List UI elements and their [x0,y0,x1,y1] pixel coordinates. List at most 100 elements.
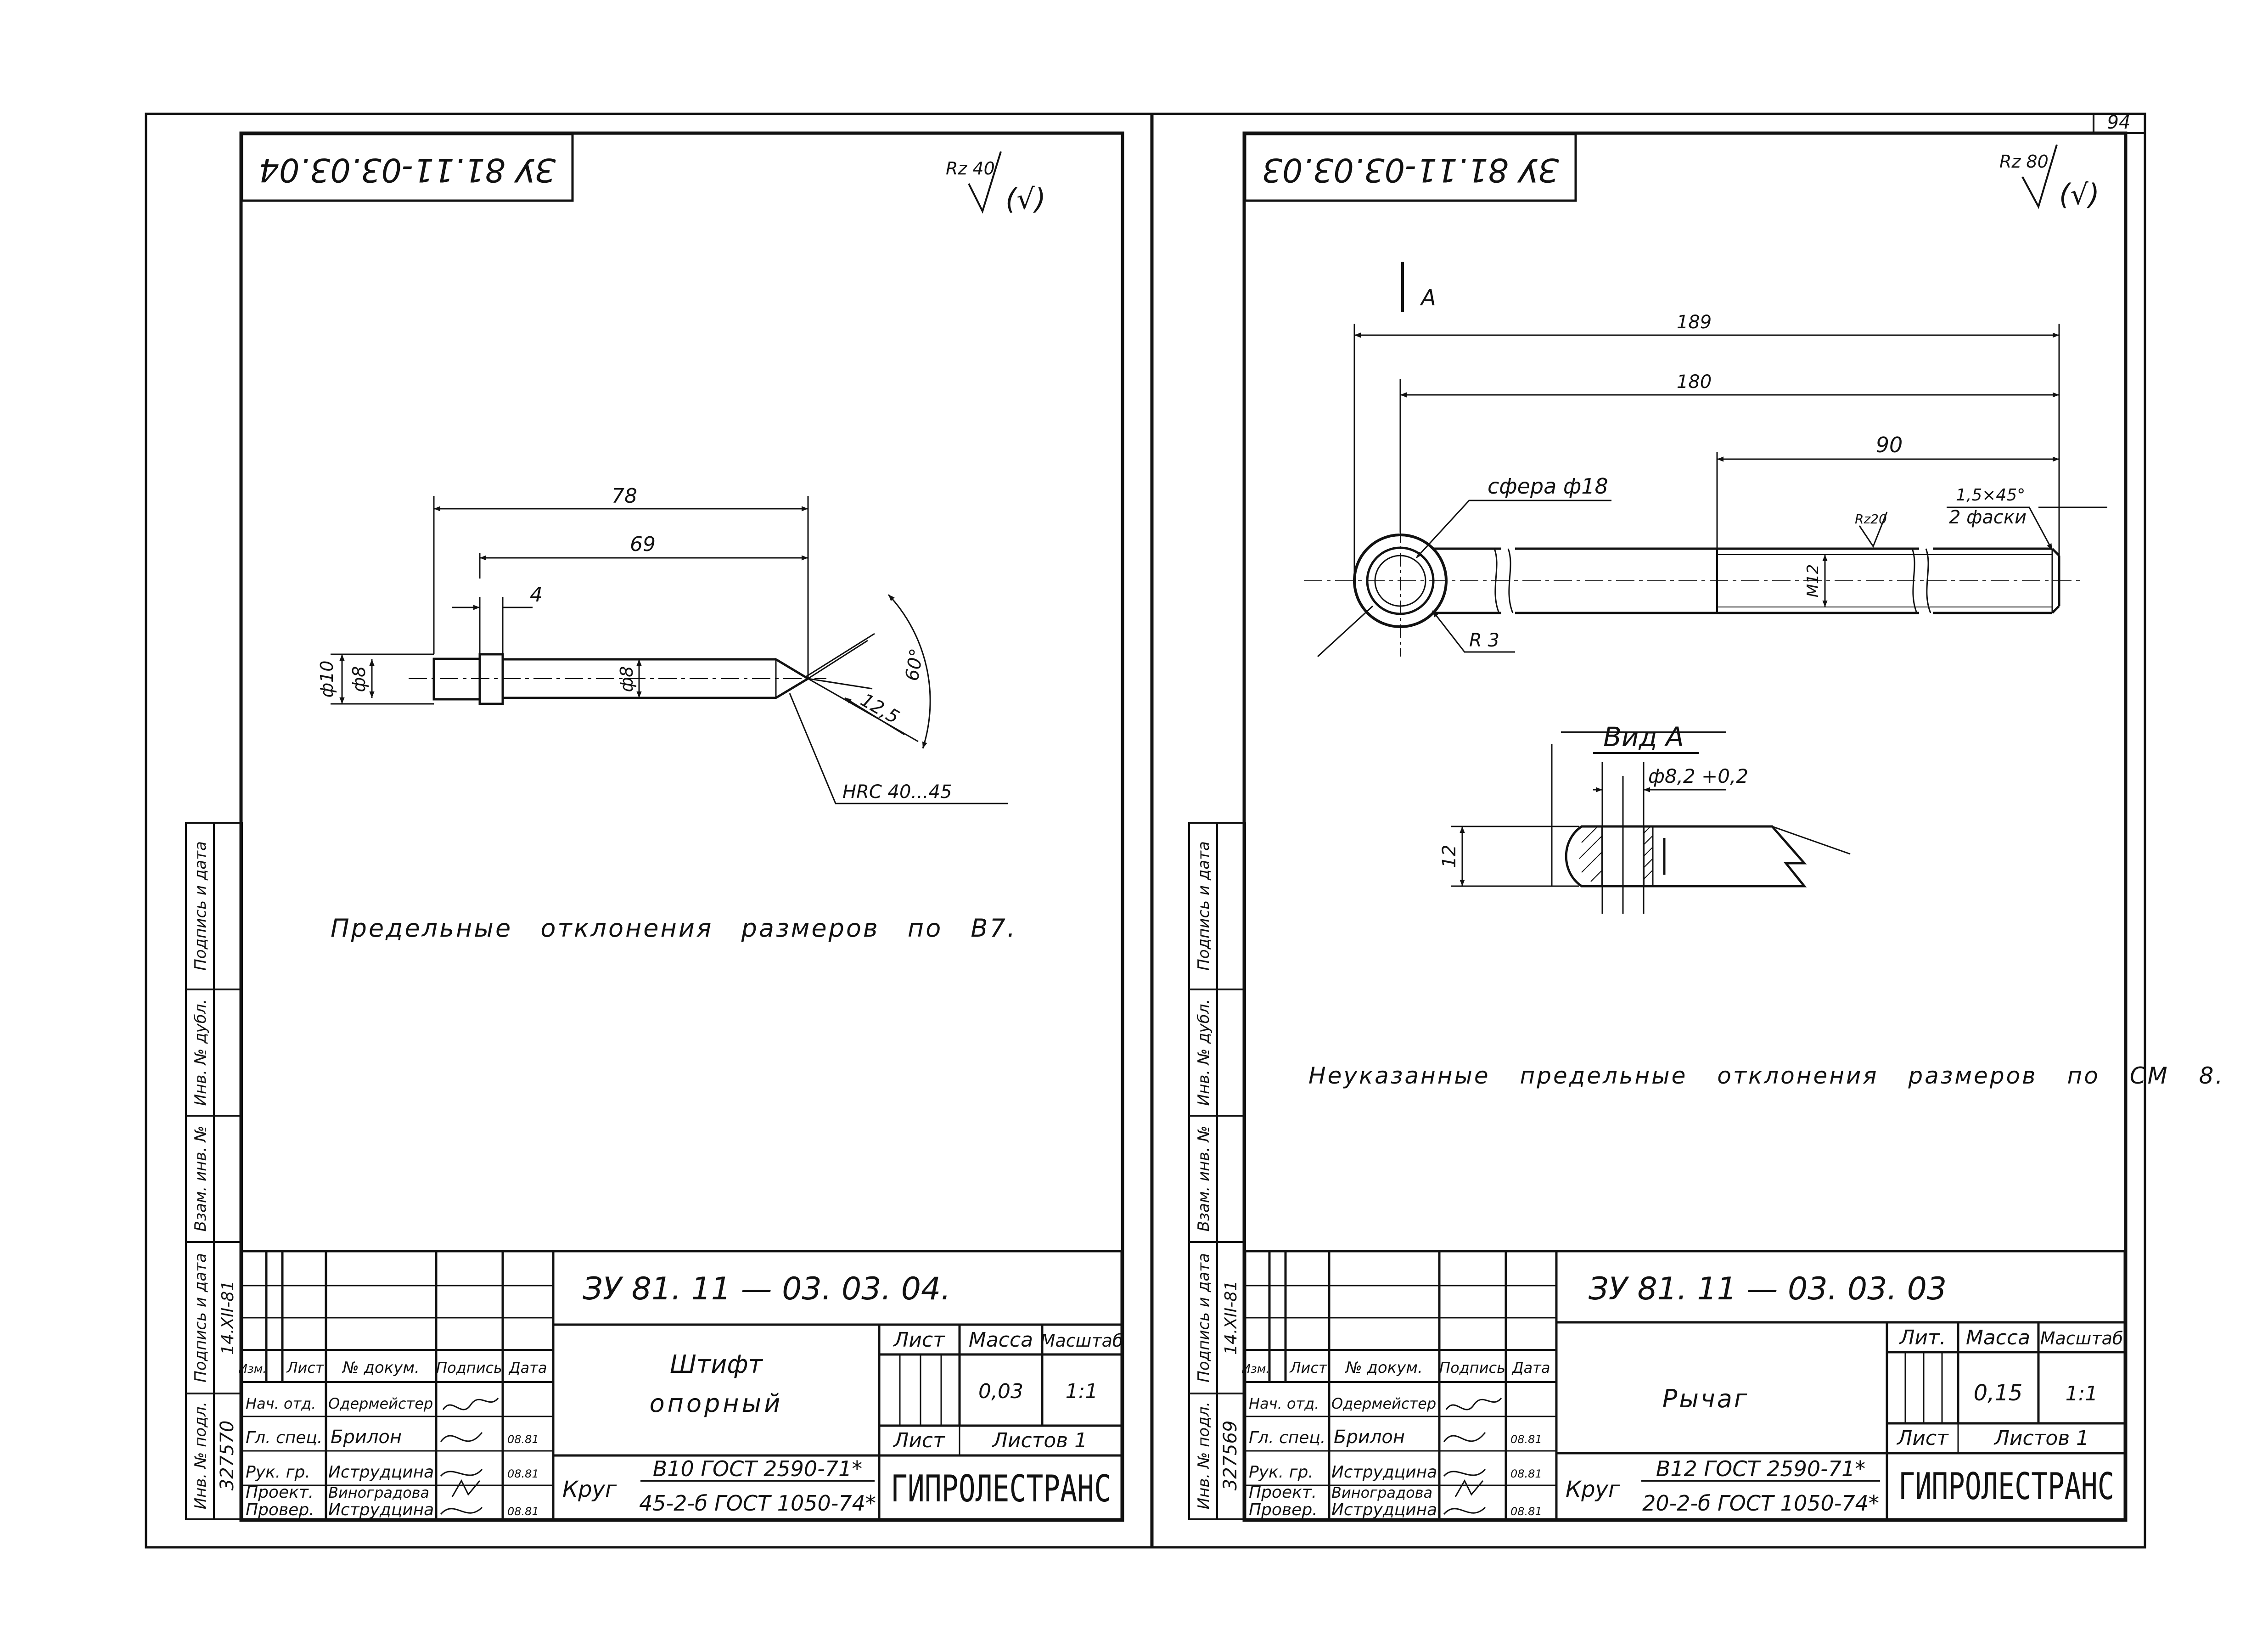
svg-text:Лист: Лист [286,1359,324,1377]
svg-text:Дата: Дата [1511,1359,1550,1377]
signatures-left [440,1397,499,1515]
inv-date-right: 14.XII-81 [1222,1281,1241,1355]
material-prefix-left: Круг [562,1477,617,1502]
svg-text:Rz 40: Rz 40 [946,158,995,179]
note-right: Неуказанные предельные отклонения размер… [1308,1062,2224,1089]
tb-staff-right: Нач. отд. Одермейстер Гл. спец. Брилон 0… [1249,1395,1542,1519]
material-top-right: В12 ГОСТ 2590-71* [1656,1456,1866,1481]
dim-phi8b: ф8 [617,666,637,692]
svg-text:Иструдцина: Иструдцина [1331,1463,1437,1482]
svg-text:Виноградова: Виноградова [328,1484,429,1501]
svg-text:Одермейстер: Одермейстер [1331,1395,1436,1412]
chamfer-label-2: 2 фаски [1949,507,2027,528]
sheet-label-left: Лист [893,1429,945,1452]
dim-69: 69 [630,533,656,556]
svg-text:Проект.: Проект. [1249,1483,1317,1502]
dim-phi8a: ф8 [349,666,369,692]
side-label-sign2-right: Подпись и дата [1195,841,1213,971]
hole-label: ф8,2 +0,2 [1648,765,1748,787]
side-label-dubl-right: Инв. № дубл. [1195,999,1213,1106]
mass-right: 0,15 [1974,1380,2023,1406]
svg-text:Нач. отд.: Нач. отд. [1249,1395,1319,1412]
page-borders [145,112,2146,1549]
svg-text:Иструдцина: Иструдцина [328,1463,434,1482]
svg-text:Гл. спец.: Гл. спец. [246,1428,322,1447]
dim-189: 189 [1677,312,1712,333]
side-label-vzam-right: Взам. инв. № [1195,1126,1213,1232]
code-box-left: ЗУ 81.11-03.03.04 [258,151,556,189]
svg-text:Брилон: Брилон [331,1427,402,1448]
title-block-right [1244,1250,2126,1521]
svg-text:Проект.: Проект. [246,1483,314,1502]
side-label-inv-right: Инв. № подл. [1195,1402,1213,1510]
side-label-sign-right: Подпись и дата [1195,1253,1213,1382]
svg-text:Виноградова: Виноградова [1331,1484,1432,1501]
svg-text:Рук. гр.: Рук. гр. [1249,1463,1314,1482]
dim-90: 90 [1876,433,1903,457]
roughness-left: Rz 40 (√) [946,151,1046,216]
part-name-left-2: опорный [650,1389,783,1418]
scale-left: 1:1 [1066,1380,1098,1403]
svg-text:08.81: 08.81 [507,1433,539,1446]
material-bottom-left: 45-2-б ГОСТ 1050-74* [639,1491,876,1516]
mass-label-right: Масса [1966,1326,2030,1349]
frame-left [239,131,1124,1522]
tb-headers-right: Изм. Лист № докум. Подпись Дата [1241,1359,1550,1377]
lit-label-left: Лист [893,1328,945,1352]
svg-text:Дата: Дата [508,1359,547,1377]
chamfer-label-1: 1,5×45° [1956,486,2025,505]
svg-text:Rz 80: Rz 80 [1999,152,2049,172]
svg-text:Провер.: Провер. [246,1500,314,1519]
tb-headers-left: Изм. Лист № докум. Подпись Дата [238,1359,547,1377]
mass-label-left: Масса [969,1328,1033,1352]
dim-12-5: 12,5 [857,690,903,728]
dim-4: 4 [530,583,543,607]
hrc-label: HRC 40...45 [842,781,952,803]
svg-text:08.81: 08.81 [507,1505,539,1518]
inv-date-left: 14.XII-81 [219,1281,237,1355]
sheets-count-right: Листов 1 [1993,1427,2089,1450]
page-number: 94 [2107,112,2131,133]
part-name-right-1: Рычаг [1662,1384,1749,1413]
mass-left: 0,03 [978,1380,1023,1403]
svg-text:Брилон: Брилон [1334,1427,1405,1448]
view-marker-label: А [1420,285,1436,311]
lit-label-right: Лит. [1898,1326,1946,1349]
svg-text:Подпись: Подпись [1439,1359,1505,1377]
svg-text:Иструдцина: Иструдцина [328,1500,434,1519]
svg-text:Рук. гр.: Рук. гр. [246,1463,310,1482]
svg-text:Изм.: Изм. [238,1362,266,1376]
dim-12: 12 [1439,845,1460,868]
dim-60deg: 60° [901,647,928,683]
svg-text:08.81: 08.81 [1510,1505,1542,1518]
inv-number-right: 327569 [1220,1421,1241,1491]
side-stamp-left [185,822,243,1520]
signatures-right [1443,1397,1502,1515]
part-name-left-1: Штифт [670,1350,763,1379]
svg-text:08.81: 08.81 [1510,1433,1542,1446]
sheet-label-right: Лист [1896,1427,1949,1450]
inv-number-left: 327570 [217,1421,238,1491]
svg-text:Подпись: Подпись [436,1359,502,1377]
org-left: ГИПРОЛЕСТРАНС [891,1467,1111,1510]
dim-phi10: ф10 [317,661,337,698]
sheet-left: ЗУ 81.11-03.03.04 Rz 40 (√) Инв. № подл.… [185,131,1124,1522]
designation-left: ЗУ 81. 11 — 03. 03. 04. [583,1271,951,1307]
material-bottom-right: 20-2-б ГОСТ 1050-74* [1642,1491,1879,1516]
svg-text:08.81: 08.81 [1510,1467,1542,1480]
note-left: Предельные отклонения размеров по В7. [331,914,1017,943]
designation-right: ЗУ 81. 11 — 03. 03. 03 [1589,1271,1947,1307]
svg-text:Изм.: Изм. [1241,1362,1269,1376]
svg-text:(√): (√) [1005,182,1046,216]
view-a-title: Вид А [1603,721,1684,753]
scale-label-left: Масштаб [1040,1331,1123,1351]
svg-text:08.81: 08.81 [507,1467,539,1480]
svg-text:№ докум.: № докум. [1345,1359,1423,1377]
tb-staff-left: Нач. отд. Одермейстер Гл. спец. Брилон 0… [246,1395,539,1519]
side-label-dubl-left: Инв. № дубл. [191,999,210,1106]
rz20-label: Rz20 [1855,511,1887,527]
dim-78: 78 [612,484,637,508]
side-label-inv-left: Инв. № подл. [191,1402,210,1510]
svg-text:Лист: Лист [1289,1359,1327,1377]
